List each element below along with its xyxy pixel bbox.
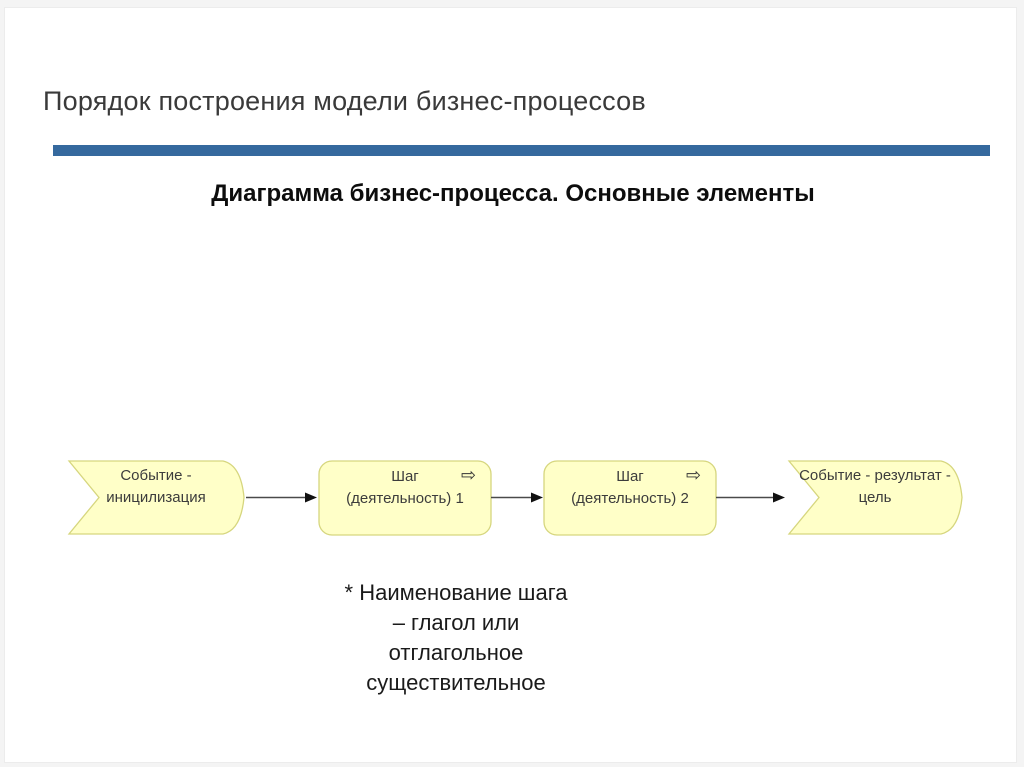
slide-subtitle: Диаграмма бизнес-процесса. Основные элем… bbox=[211, 180, 815, 207]
step-2-label: Шаг (деятельность) 2 bbox=[571, 468, 689, 507]
event-result-label: Событие - результат - цель bbox=[799, 467, 951, 506]
connector-2-arrowhead bbox=[531, 492, 543, 503]
accent-divider-bar bbox=[53, 145, 990, 156]
slide: Порядок построения модели бизнес-процесс… bbox=[5, 8, 1016, 762]
diagram-canvas bbox=[67, 460, 963, 536]
connector-1-arrowhead bbox=[305, 492, 317, 503]
step-1-label: Шаг (деятельность) 1 bbox=[346, 468, 464, 507]
step-1-arrow-icon: ⇨ bbox=[461, 465, 477, 486]
connector-3-arrowhead bbox=[773, 492, 785, 503]
page-title: Порядок построения модели бизнес-процесс… bbox=[43, 86, 646, 116]
step-2-arrow-icon: ⇨ bbox=[686, 465, 702, 486]
business-process-diagram: Событие - иницилизация Шаг (деятельность… bbox=[5, 448, 1024, 558]
event-initiation-shape bbox=[67, 460, 245, 535]
step-naming-note: * Наименование шага – глагол или отглаго… bbox=[344, 580, 568, 695]
event-result-shape bbox=[787, 460, 963, 535]
event-initiation-label: Событие - иницилизация bbox=[106, 467, 206, 506]
